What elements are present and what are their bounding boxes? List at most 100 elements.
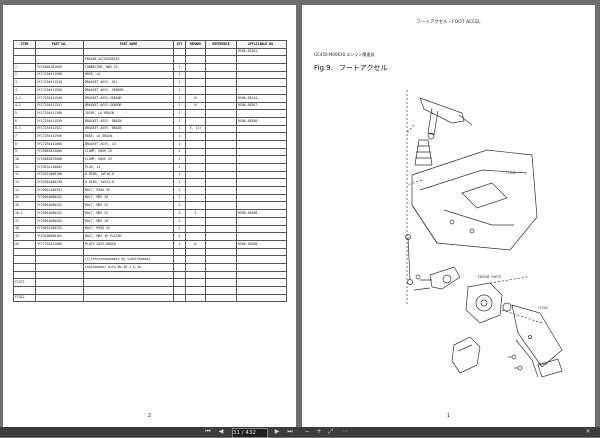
table-cell: N xyxy=(185,93,206,103)
table-cell: 2 xyxy=(173,201,186,211)
table-cell: (1)Interchangeable by simultaneous xyxy=(83,255,174,264)
zoom-in-icon[interactable]: + xyxy=(316,428,322,435)
close-icon[interactable]: ✕ xyxy=(585,428,591,435)
table-cell xyxy=(35,270,84,280)
table-cell xyxy=(205,262,237,272)
table-cell xyxy=(236,178,287,188)
table-cell xyxy=(83,270,174,280)
table-cell: 17 xyxy=(13,216,36,226)
table-cell: YY25014080202 xyxy=(35,216,84,226)
table-cell xyxy=(205,247,237,257)
table-cell xyxy=(185,201,206,211)
table-cell xyxy=(83,47,174,57)
table-cell xyxy=(205,132,237,141)
table-cell xyxy=(185,178,206,188)
table-cell: 6 xyxy=(13,116,36,126)
table-cell: 16-1 xyxy=(13,209,36,218)
table-cell: 2 xyxy=(173,147,186,157)
table-cell: YY15504101650 xyxy=(35,63,84,72)
more-icon[interactable]: ⋯ xyxy=(342,428,348,435)
table-cell xyxy=(173,247,186,257)
table-cell xyxy=(173,262,186,272)
table-cell xyxy=(13,247,36,257)
table-cell: 1 xyxy=(173,101,186,111)
table-cell xyxy=(185,270,206,280)
next-page-icon[interactable]: ▶ xyxy=(274,428,280,435)
table-cell xyxy=(205,124,237,134)
table-cell: 4-2 xyxy=(13,101,36,111)
page-subheader: GC450-M00630 エンジン関連部 xyxy=(314,52,375,57)
table-cell xyxy=(236,86,287,95)
table-cell xyxy=(205,101,237,111)
table-cell: 14 xyxy=(13,186,36,195)
table-cell: RS06-05308- xyxy=(236,116,287,126)
table-row xyxy=(13,270,287,280)
table-cell xyxy=(236,70,287,80)
zoom-out-icon[interactable]: − xyxy=(304,428,310,435)
table-cell: 1 xyxy=(173,70,186,80)
table-row xyxy=(13,286,287,295)
table-cell: BOLT, M10X 25 xyxy=(83,224,174,234)
column-header: PART NO. xyxy=(35,40,84,49)
viewer-toolbar: ⏮ ◀ 31 / 432 ▶ ⏭ − + ⤢ ⋯ ✕ xyxy=(0,427,600,438)
table-cell: RS06-05308- xyxy=(236,209,287,218)
table-cell: 2 xyxy=(13,70,36,80)
callout-fig58: FIG58 xyxy=(506,171,516,175)
table-cell xyxy=(13,262,36,272)
figure-title: Fig.9.フートアクセル xyxy=(314,63,387,73)
table-cell: N xyxy=(185,101,206,111)
table-cell: 1 xyxy=(173,78,186,88)
table-cell xyxy=(185,109,206,118)
table-cell xyxy=(83,278,174,287)
table-cell: YY25014100252 xyxy=(35,224,84,234)
table-cell xyxy=(173,255,186,264)
table-cell: O-RING, 1AP10,0 xyxy=(83,170,174,180)
first-page-icon[interactable]: ⏮ xyxy=(205,428,211,435)
callout-engine-parts: ENGINE PARTS xyxy=(478,275,502,279)
table-cell: CONNECTOR, N85-25 xyxy=(83,63,174,72)
table-cell xyxy=(205,255,237,264)
table-cell xyxy=(185,262,206,272)
last-page-icon[interactable]: ⏭ xyxy=(287,428,293,435)
table-cell: YY17254411300 xyxy=(35,109,84,118)
table-cell: 2 xyxy=(173,216,186,226)
table-cell xyxy=(236,147,287,157)
table-cell xyxy=(35,255,84,264)
table-cell: YY23081825000 xyxy=(35,147,84,157)
table-cell: F, (1) xyxy=(185,124,206,134)
table-cell: N xyxy=(185,239,206,249)
table-cell xyxy=(205,109,237,118)
table-cell xyxy=(236,232,287,241)
table-cell xyxy=(205,147,237,157)
table-cell: HOSE, LO DRAIN xyxy=(83,132,174,141)
table-cell: 13 xyxy=(13,178,36,188)
table-cell: BOLT, M8X 20 xyxy=(83,193,174,203)
table-cell: BOLT, M8X 25 xyxy=(83,209,174,218)
table-cell: YY17254411520 xyxy=(35,116,84,126)
table-cell xyxy=(236,155,287,164)
table-cell: YY25014080252 xyxy=(35,209,84,218)
table-cell xyxy=(185,278,206,287)
fit-page-icon[interactable]: ⤢ xyxy=(328,428,334,435)
table-cell xyxy=(205,55,237,65)
figure-name: フートアクセル xyxy=(338,64,388,72)
column-header: APPLICABLE NO. xyxy=(236,40,287,49)
table-row: -ENGINE ACCESSORIES xyxy=(13,55,287,65)
page-number: 1 xyxy=(446,413,451,419)
table-cell xyxy=(205,93,237,103)
table-cell: 9 xyxy=(13,147,36,157)
prev-page-icon[interactable]: ◀ xyxy=(218,428,224,435)
table-cell: 1 xyxy=(173,178,186,188)
table-cell xyxy=(185,247,206,257)
table-cell xyxy=(205,232,237,241)
table-cell xyxy=(35,293,84,303)
table-cell xyxy=(185,63,206,72)
table-cell: 1 xyxy=(173,86,186,95)
